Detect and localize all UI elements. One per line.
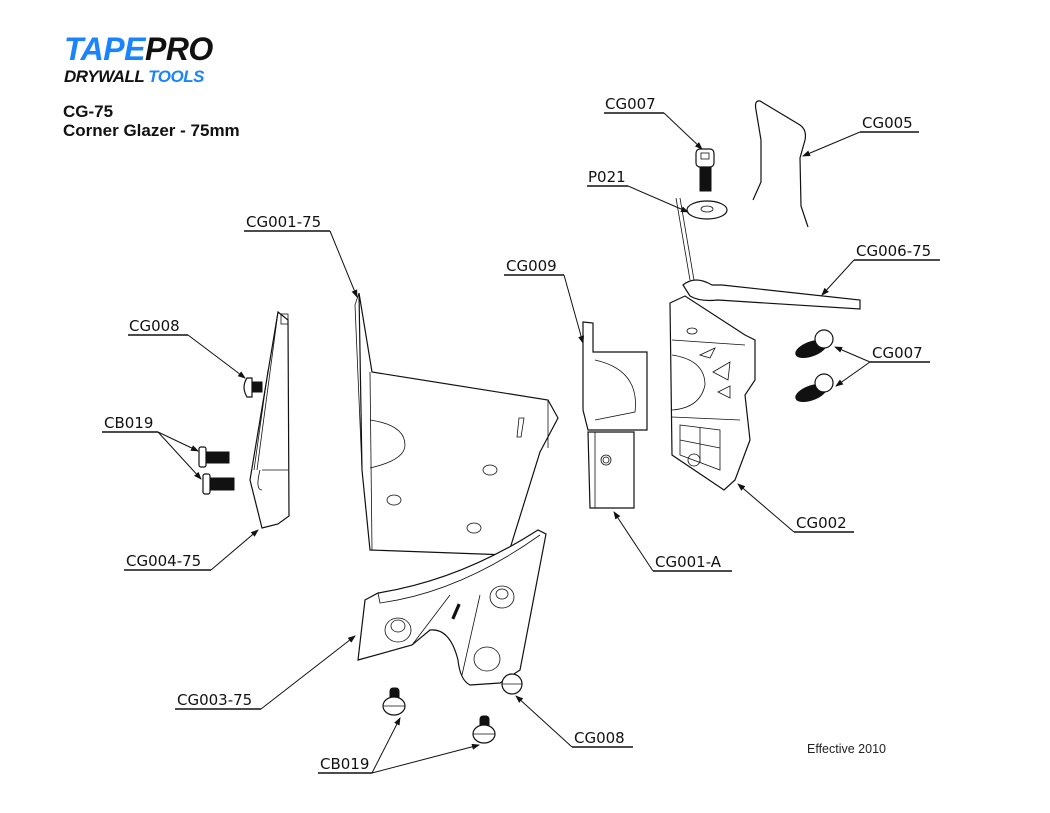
part-cg009 [582,321,648,431]
part-cg007-top [695,148,715,192]
part-cg007-right [795,329,834,403]
part-cg003-75 [357,529,547,686]
part-cg002 [669,295,756,491]
callout-cg008-bottom[interactable]: CG008 [515,695,633,748]
callout-label: CG009 [506,257,557,275]
callout-label: CG007 [872,344,923,362]
callout-label: CG003-75 [177,691,252,709]
callout-cg002[interactable]: CG002 [737,483,854,533]
callout-label: CB019 [320,755,369,773]
product-name: Corner Glazer - 75mm [63,121,240,140]
callout-label: CG004-75 [126,552,201,570]
callout-p021[interactable]: P021 [587,168,689,213]
callout-cg007-right[interactable]: CG007 [834,344,930,387]
callout-cg009[interactable]: CG009 [504,257,585,344]
callout-cg001-a[interactable]: CG001-A [613,511,732,572]
part-p021 [686,200,728,220]
callout-label: CG008 [574,729,625,747]
callout-label: CG001-75 [246,213,321,231]
callout-cg006-75[interactable]: CG006-75 [821,242,940,296]
callout-cb019-bottom[interactable]: CB019 [318,717,480,774]
callout-label: CG002 [796,514,847,532]
part-cb019-bottom [382,687,496,744]
callout-label: CG005 [862,114,913,132]
callout-cg005[interactable]: CG005 [802,114,919,157]
callout-cg007-top[interactable]: CG007 [604,95,703,150]
brand-name: TAPEPRO [64,33,213,65]
callout-label: CB019 [104,414,153,432]
part-cg005 [752,100,809,228]
brand-tagline-drywall: DRYWALL [64,67,144,86]
callout-label: CG007 [605,95,656,113]
brand-logo: TAPEPRO DRYWALL TOOLS [64,33,213,86]
part-cg006-75 [675,197,861,310]
part-cg008-left [243,377,263,398]
brand-tagline-tools: TOOLS [148,67,204,86]
callout-cg001-75[interactable]: CG001-75 [244,213,358,298]
part-cg008-bottom [501,673,523,695]
product-title: CG-75 Corner Glazer - 75mm [63,102,240,140]
brand-name-tape: TAPE [64,31,145,67]
part-cb019-left [198,446,235,495]
callout-cg008-left[interactable]: CG008 [128,317,246,379]
callout-label: P021 [588,168,626,186]
callout-cg004-75[interactable]: CG004-75 [124,529,259,571]
brand-name-pro: PRO [144,31,213,67]
part-cg001-75 [354,292,559,556]
callout-label: CG008 [129,317,180,335]
effective-date: Effective 2010 [807,742,886,756]
callout-cg003-75[interactable]: CG003-75 [175,635,356,710]
product-code: CG-75 [63,102,114,121]
callout-label: CG001-A [655,553,722,571]
part-cg001-a [587,431,635,509]
part-cg004-75 [249,310,290,529]
callout-label: CG006-75 [856,242,931,260]
callout-cb019-left[interactable]: CB019 [102,414,202,480]
brand-tagline: DRYWALL TOOLS [64,67,213,86]
